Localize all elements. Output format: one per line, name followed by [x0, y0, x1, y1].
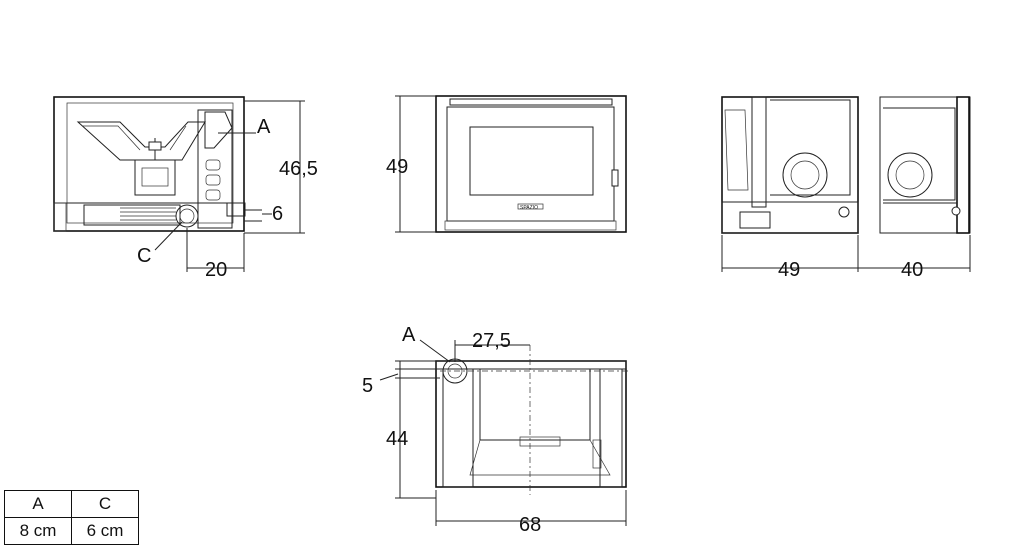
front-height-label: 49 — [386, 156, 408, 178]
legend-header-c: C — [71, 490, 139, 518]
top-callout-a: A — [402, 324, 416, 346]
legend-value-a: 8 cm — [4, 517, 72, 545]
side-height-label: 46,5 — [279, 158, 318, 180]
side-offset-label: 6 — [272, 203, 283, 225]
top-view — [379, 339, 630, 526]
legend-header-a: A — [4, 490, 72, 518]
front-view — [395, 95, 627, 233]
side-callout-a: A — [257, 116, 271, 138]
legend-header-row: A C — [4, 490, 139, 518]
rear-view — [721, 96, 971, 272]
top-offset-label: 27,5 — [472, 330, 511, 352]
legend-value-c: 6 cm — [71, 517, 139, 545]
top-width-label: 68 — [519, 514, 541, 536]
rear-width1-label: 49 — [778, 259, 800, 281]
side-depth-label: 20 — [205, 259, 227, 281]
side-callout-c: C — [137, 245, 151, 267]
front-brand-label: SPAZIO — [520, 205, 538, 211]
top-small-label: 5 — [362, 375, 373, 397]
dimension-legend-table: A C 8 cm 6 cm — [4, 490, 139, 545]
side-view — [53, 96, 305, 272]
rear-width2-label: 40 — [901, 259, 923, 281]
top-depth-label: 44 — [386, 428, 408, 450]
legend-value-row: 8 cm 6 cm — [4, 517, 139, 545]
